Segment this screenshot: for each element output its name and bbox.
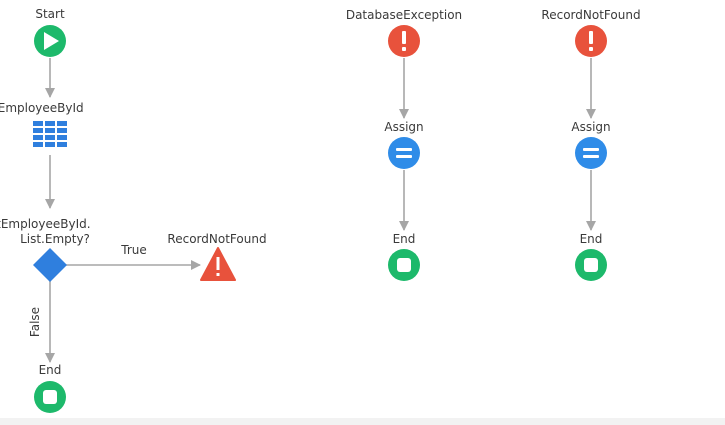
play-icon — [44, 32, 59, 50]
table-grid-icon — [33, 121, 67, 147]
assign-node-1[interactable] — [388, 137, 420, 169]
exception-handler-node-2[interactable] — [575, 25, 607, 57]
end-label-handler-1: End — [392, 232, 416, 246]
exception-handler-node-1[interactable] — [388, 25, 420, 57]
if-diamond-icon[interactable] — [33, 248, 67, 282]
equals-icon — [583, 148, 599, 158]
assign-label-1: Assign — [384, 120, 424, 134]
false-label: False — [28, 306, 42, 338]
exclamation-icon — [402, 31, 406, 44]
stop-icon — [43, 390, 57, 404]
if-label-line2: List.Empty? — [20, 232, 90, 246]
exception-label-2: RecordNotFound — [541, 8, 641, 22]
exception-label-1: DatabaseException — [345, 8, 463, 22]
aggregate-label: GetEmployeeById — [0, 101, 84, 115]
stop-icon — [397, 258, 411, 272]
exclamation-icon — [589, 31, 593, 44]
true-label: True — [121, 243, 147, 257]
end-node-handler-2[interactable] — [575, 249, 607, 281]
start-node[interactable] — [34, 25, 66, 57]
end-label-main: End — [38, 363, 62, 377]
raise-exception-label: RecordNotFound — [167, 232, 267, 246]
assign-label-2: Assign — [571, 120, 611, 134]
assign-node-2[interactable] — [575, 137, 607, 169]
equals-icon — [396, 148, 412, 158]
stop-icon — [584, 258, 598, 272]
end-label-handler-2: End — [579, 232, 603, 246]
start-label: Start — [35, 7, 65, 21]
aggregate-node[interactable] — [33, 121, 67, 147]
end-node-main[interactable] — [34, 381, 66, 413]
bottom-band — [0, 418, 725, 425]
end-node-handler-1[interactable] — [388, 249, 420, 281]
raise-exception-node[interactable] — [200, 247, 236, 281]
if-label-line1: GetEmployeeById. — [0, 217, 91, 231]
